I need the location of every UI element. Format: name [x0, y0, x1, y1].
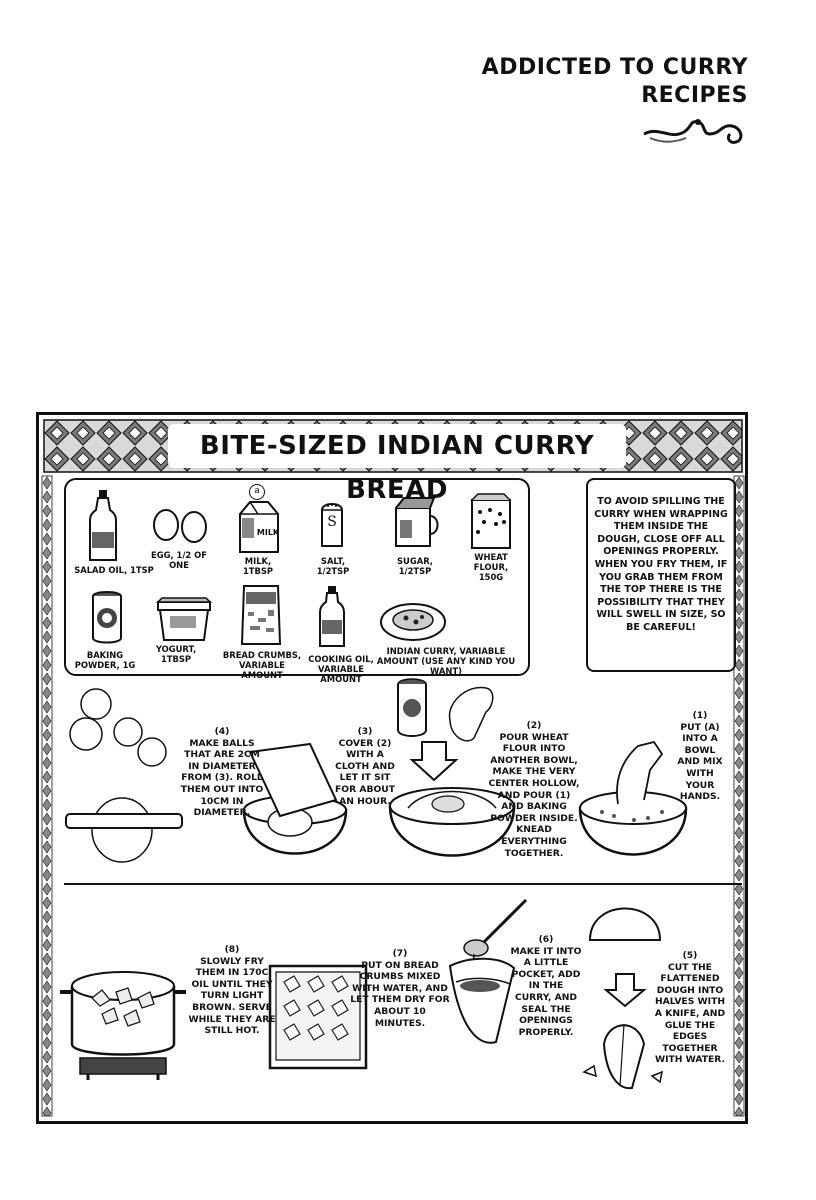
- ingredient-label-indian-curry: Indian curry, variable amount (use any k…: [376, 646, 516, 676]
- milk-carton-label: MILK: [256, 528, 280, 537]
- ingredient-label-baking-powder: Baking powder, 1g: [74, 650, 136, 670]
- step-3-text: (3) Cover (2) with a cloth and let it si…: [332, 726, 398, 807]
- tip-text: To avoid spilling the curry when wrappin…: [594, 496, 728, 633]
- step-5-number: (5): [682, 950, 698, 961]
- mixing-bowl-illustration: [578, 740, 688, 856]
- step-2-number: (2): [526, 720, 542, 731]
- right-border-pattern: [733, 475, 745, 1117]
- yogurt-container-icon: [156, 597, 212, 641]
- folded-dough-illustration: [582, 907, 664, 1090]
- curry-plate-icon: [380, 603, 446, 641]
- ingredient-label-sugar: Sugar, 1/2tsp: [397, 556, 433, 576]
- step-1-number: (1): [692, 710, 708, 721]
- steps-divider: [64, 883, 742, 885]
- ingredient-label-cooking-oil: Cooking oil, variable amount: [308, 654, 374, 684]
- egg-half-icon: [181, 511, 207, 543]
- bread-tray-illustration: [268, 964, 368, 1070]
- step-6-number: (6): [538, 934, 554, 945]
- salt-shaker-icon: [321, 503, 343, 547]
- step-6-text: (6) Make it into a little pocket, add in…: [510, 934, 582, 1038]
- ingredients-panel: [64, 478, 530, 676]
- step-5-text: (5) Cut the flattened dough into halves …: [650, 950, 730, 1066]
- ingredient-label-milk: Milk, 1tbsp: [242, 556, 274, 576]
- group-a-marker: a: [249, 484, 265, 500]
- step-1-description: Put (a) into a bowl and mix with your ha…: [677, 721, 723, 803]
- egg-icon: [153, 509, 179, 541]
- step-3-description: Cover (2) with a cloth and let it sit fo…: [334, 737, 395, 807]
- step-5-description: Cut the flattened dough into halves with…: [654, 961, 726, 1066]
- tip-panel: [586, 478, 736, 672]
- step-8-description: Slowly fry them in 170C oil until they t…: [188, 955, 276, 1037]
- salt-shaker-label: S: [327, 514, 337, 530]
- ingredient-label-salt: Salt, 1/2tsp: [316, 556, 350, 576]
- ingredient-label-bread-crumbs: Bread crumbs, variable amount: [222, 650, 302, 680]
- left-border-pattern: [41, 475, 53, 1117]
- recipe-title: Bite-sized Indian Curry Bread: [168, 424, 626, 505]
- step-8-number: (8): [224, 944, 240, 955]
- step-2-description: Pour wheat flour into another bowl, make…: [488, 731, 580, 859]
- ingredient-label-egg: Egg, 1/2 of one: [150, 550, 208, 570]
- step-1-text: (1) Put (a) into a bowl and mix with you…: [672, 710, 728, 803]
- salad-oil-bottle-icon: [89, 490, 117, 561]
- dough-balls-rolling-pin-illustration: [65, 688, 183, 863]
- ingredient-label-yogurt: Yogurt, 1tbsp: [155, 644, 197, 664]
- step-4-description: Make balls that are 2cm in diameter from…: [180, 737, 264, 819]
- bread-crumbs-bag-icon: [240, 585, 282, 645]
- step-4-number: (4): [214, 726, 230, 737]
- milk-carton-icon: [239, 501, 279, 553]
- swirl-ornament-icon: [643, 119, 743, 144]
- step-6-description: Make it into a little pocket, add in the…: [510, 945, 582, 1038]
- curry-pocket-illustration: [448, 898, 528, 1044]
- ingredient-label-salad-oil: Salad oil, 1tsp: [74, 565, 154, 575]
- covered-bowl-illustration: [242, 742, 348, 855]
- step-7-text: (7) Put on bread crumbs mixed with water…: [348, 948, 452, 1029]
- baking-powder-can-icon: [92, 591, 122, 644]
- step-8-text: (8) Slowly fry them in 170C oil until th…: [186, 944, 278, 1037]
- step-7-number: (7): [392, 948, 408, 959]
- sugar-jar-icon: [395, 497, 439, 547]
- step-7-description: Put on bread crumbs mixed with water, an…: [350, 959, 450, 1029]
- page-title: Addicted to Curry Recipes: [481, 55, 748, 108]
- cooking-oil-bottle-icon: [319, 586, 345, 647]
- step-4-text: (4) Make balls that are 2cm in diameter …: [180, 726, 264, 819]
- frying-pot-illustration: [60, 971, 186, 1080]
- flour-bag-icon: [471, 493, 511, 549]
- ingredient-label-wheat-flour: Wheat flour, 150g: [473, 552, 509, 582]
- flour-bowl-illustration: [388, 678, 516, 857]
- step-2-text: (2) Pour wheat flour into another bowl, …: [486, 720, 582, 859]
- step-3-number: (3): [357, 726, 373, 737]
